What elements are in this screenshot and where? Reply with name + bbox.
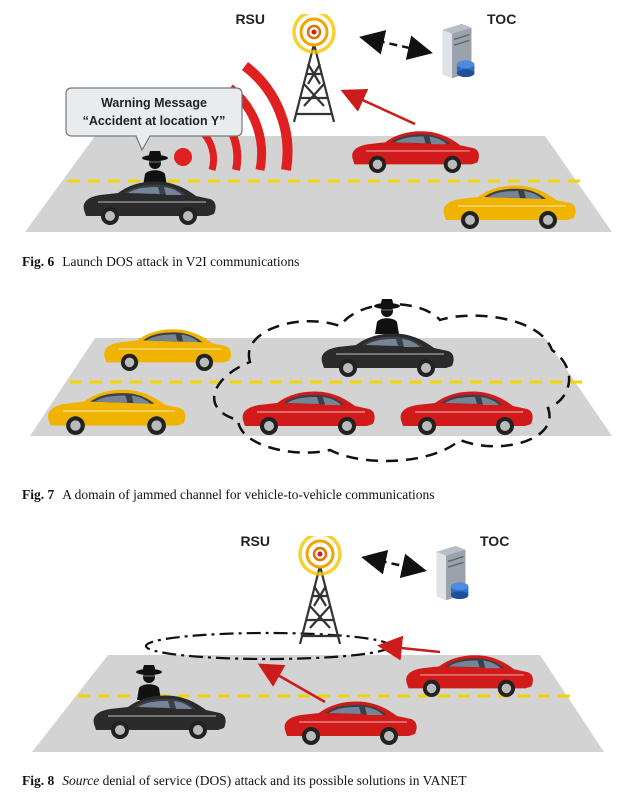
rsu-tower-icon: [298, 536, 342, 646]
caption-number: Fig. 7: [22, 487, 55, 502]
caption-number: Fig. 6: [22, 254, 55, 269]
fig7-diagram: [30, 298, 612, 463]
uplink-arrow: [257, 663, 326, 704]
attacker-icon: [373, 298, 401, 334]
rsu-label: RSU: [240, 533, 270, 549]
uplink-arrow: [340, 88, 416, 126]
toc-server-icon: [435, 545, 470, 601]
caption-number: Fig. 8: [22, 773, 55, 788]
warning-title: Warning Message: [101, 96, 207, 110]
rsu-label: RSU: [235, 11, 265, 27]
rsu-toc-link: [359, 30, 433, 60]
fig8-diagram: RSU TOC: [32, 533, 604, 752]
jammed-channel-boundary: [212, 303, 571, 463]
rsu-toc-link: [361, 549, 427, 579]
toc-label: TOC: [487, 11, 516, 27]
caption-text: Launch DOS attack in V2I communications: [62, 254, 300, 269]
fig6-caption: Fig. 6 Launch DOS attack in V2I communica…: [22, 254, 299, 270]
fig6-diagram: Warning Message “Accident at location Y”…: [25, 11, 612, 232]
figure-7: Fig. 7 A domain of jammed channel for veh…: [0, 290, 630, 510]
blocked-arrow: [377, 635, 441, 661]
rsu-tower-icon: [292, 14, 336, 124]
figure-6: Warning Message “Accident at location Y”…: [0, 0, 630, 280]
fig8-caption: Fig. 8 Source denial of service (DOS) att…: [22, 773, 467, 789]
caption-text: A domain of jammed channel for vehicle-t…: [62, 487, 435, 502]
warning-body: “Accident at location Y”: [83, 114, 226, 128]
caption-text: denial of service (DOS) attack and its p…: [99, 773, 467, 788]
figure-8: RSU TOC Fig. 8 Source denial of service (…: [0, 520, 630, 808]
warning-callout: Warning Message “Accident at location Y”: [65, 87, 243, 152]
toc-server-icon: [441, 23, 476, 79]
fig7-caption: Fig. 7 A domain of jammed channel for veh…: [22, 487, 435, 503]
caption-source: Source: [62, 773, 100, 788]
toc-label: TOC: [480, 533, 509, 549]
